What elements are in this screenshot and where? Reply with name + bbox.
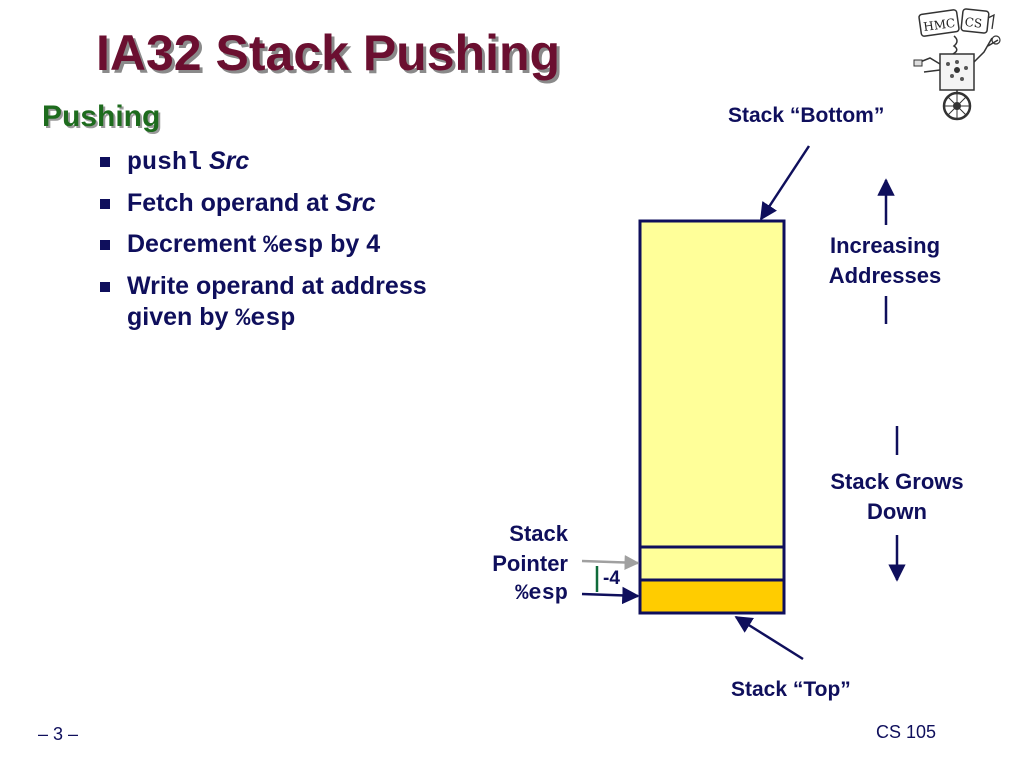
increasing-addresses-label: Increasing Addresses [806, 231, 964, 291]
slide-title: IA32 Stack Pushing [96, 25, 561, 81]
bullet-list: pushl Src Fetch operand at Src Decrement… [100, 146, 520, 334]
stack-top-arrow [734, 615, 804, 661]
pushed-cell [638, 578, 786, 615]
old-esp-arrow [581, 555, 640, 571]
hmc-cs-robot-logo-icon: HMC CS [913, 8, 1001, 121]
esp-arrow [581, 586, 640, 605]
esp-register: %esp [235, 304, 296, 333]
stack-grows-down-label: Stack Grows Down [812, 467, 982, 527]
bullet-write-operand: Write operand at address given by %esp [100, 271, 520, 334]
stack-grows-down-line1: Stack Grows [830, 469, 964, 494]
bullet-text: Decrement [127, 230, 264, 258]
esp-register: %esp [263, 231, 324, 260]
decrement-label: -4 [603, 568, 620, 589]
bullet-fetch-operand: Fetch operand at Src [100, 188, 520, 219]
bullet-text: given by [127, 303, 236, 331]
src-operand: Src [335, 189, 376, 217]
stack-pointer-register: %esp [515, 581, 568, 606]
previous-top-cell [638, 545, 786, 582]
stack-top-label: Stack “Top” [731, 678, 851, 701]
stack-bottom-label: Stack “Bottom” [728, 104, 885, 127]
section-heading: Pushing [42, 100, 161, 133]
stack-grows-down-line2: Down [867, 499, 927, 524]
bullet-decrement-esp: Decrement %esp by 4 [100, 229, 520, 261]
stack-pointer-line2: Pointer [492, 551, 568, 576]
bullet-text: Write operand at address [127, 272, 427, 300]
stack-pointer-line1: Stack [509, 521, 568, 546]
stack-bottom-arrow [759, 145, 811, 221]
bullet-text: Fetch operand at [127, 189, 336, 217]
increasing-addresses-line1: Increasing [829, 233, 941, 258]
pushl-instruction: pushl [127, 148, 203, 177]
src-operand: Src [208, 147, 250, 175]
course-label: CS 105 [876, 722, 937, 742]
logo-text-cs: CS [964, 15, 983, 31]
increasing-addresses-line2: Addresses [828, 263, 942, 288]
logo-text-hmc: HMC [922, 16, 956, 34]
stack-pointer-label: Stack Pointer %esp [440, 519, 568, 609]
bullet-text: by 4 [323, 230, 381, 258]
bullet-pushl: pushl Src [100, 146, 520, 178]
page-number: – 3 – [38, 724, 79, 744]
